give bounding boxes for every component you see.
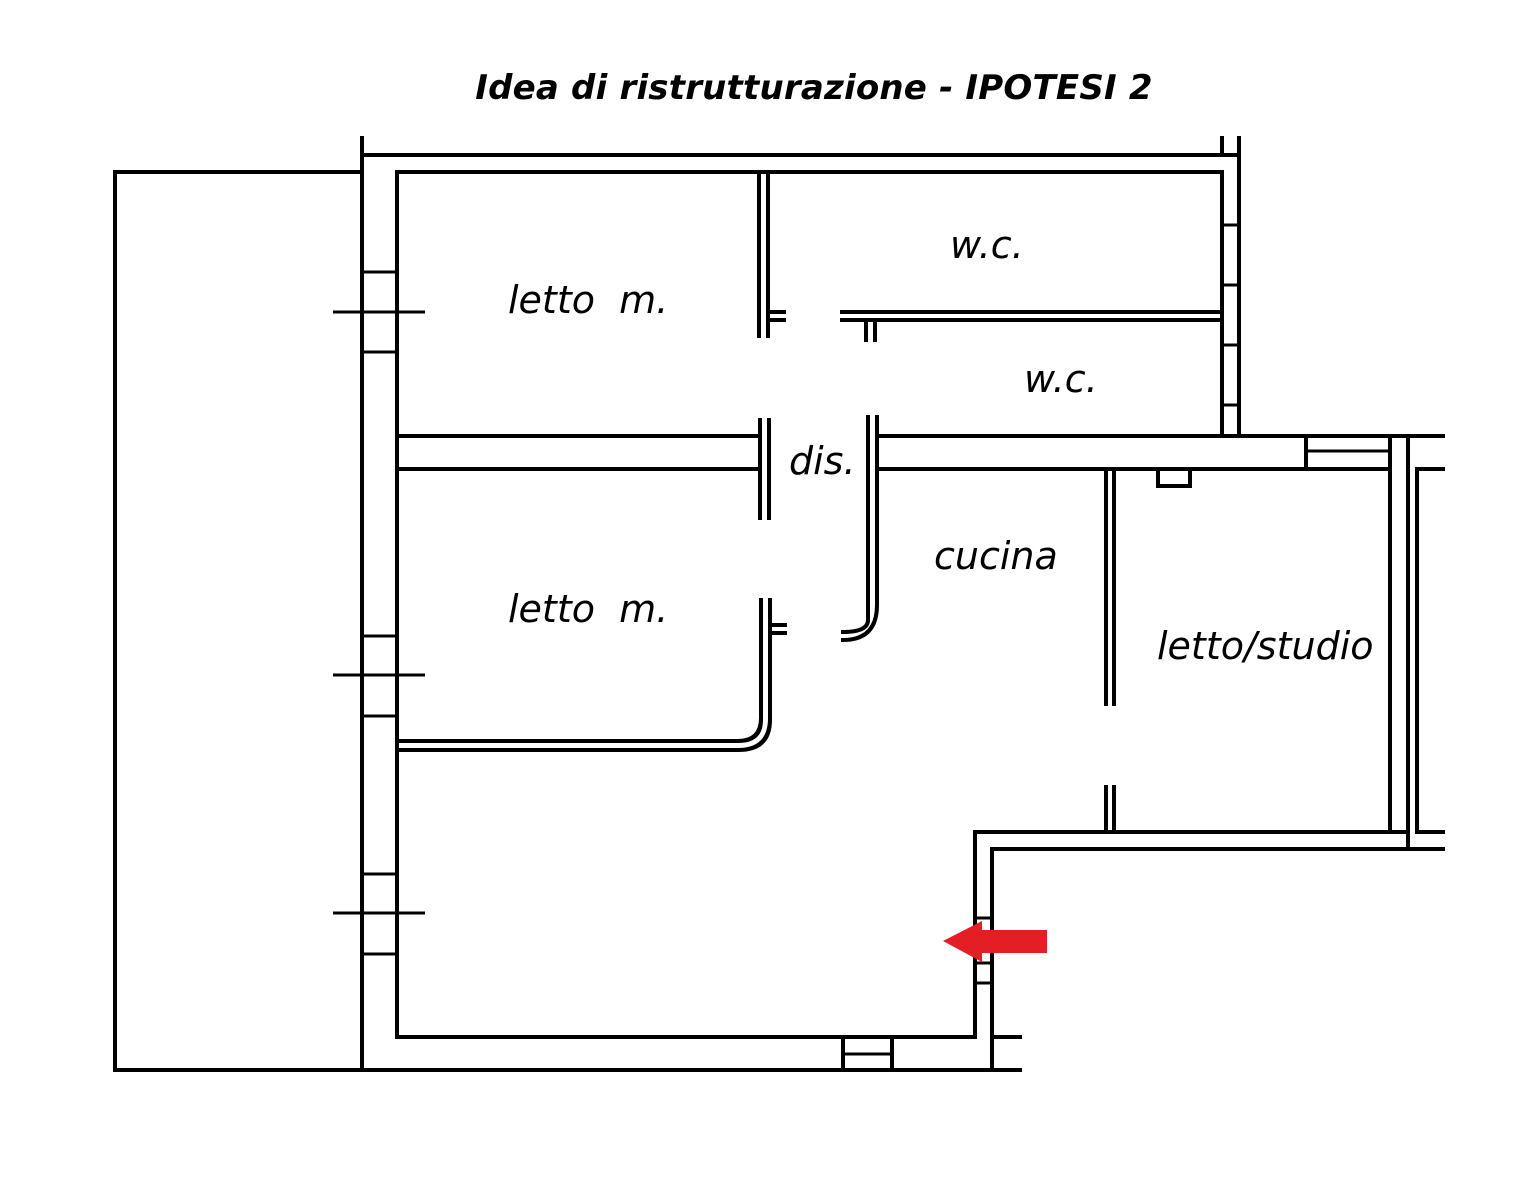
entrance-door [975, 916, 992, 985]
room-label-wc-bottom: w.c. [1024, 357, 1098, 401]
wall-between-wc [840, 310, 1224, 342]
wall-bedrooms [395, 434, 762, 471]
wall-kitchen-study [1104, 467, 1116, 834]
exterior-wall-right-study [1388, 434, 1445, 851]
exterior-wall-top [360, 136, 1241, 174]
exterior-wall-right-bath [1220, 153, 1241, 438]
window-left-middle [333, 634, 425, 718]
window-left-bottom [333, 872, 425, 956]
window-left-top [333, 270, 425, 354]
room-label-corridor: dis. [789, 439, 856, 483]
wall-bedroom-curved [395, 598, 787, 752]
room-label-bed-middle: letto m. [508, 587, 668, 631]
arrow-left-icon [943, 921, 1047, 962]
terrace-outline [113, 170, 364, 1072]
window-bottom [841, 1035, 894, 1072]
room-label-study: letto/studio [1157, 624, 1374, 668]
room-label-bed-top: letto m. [508, 278, 668, 322]
exterior-wall-bottom [360, 1035, 1022, 1072]
corridor-walls [758, 415, 880, 643]
room-label-kitchen: cucina [934, 534, 1058, 578]
exterior-wall-left [360, 136, 399, 1072]
room-label-wc-top: w.c. [950, 223, 1024, 267]
wall-bedroom-wc [757, 170, 786, 338]
plan-title: Idea di ristrutturazione - IPOTESI 2 [475, 68, 1153, 108]
wall-wc-kitchen [875, 434, 1445, 488]
